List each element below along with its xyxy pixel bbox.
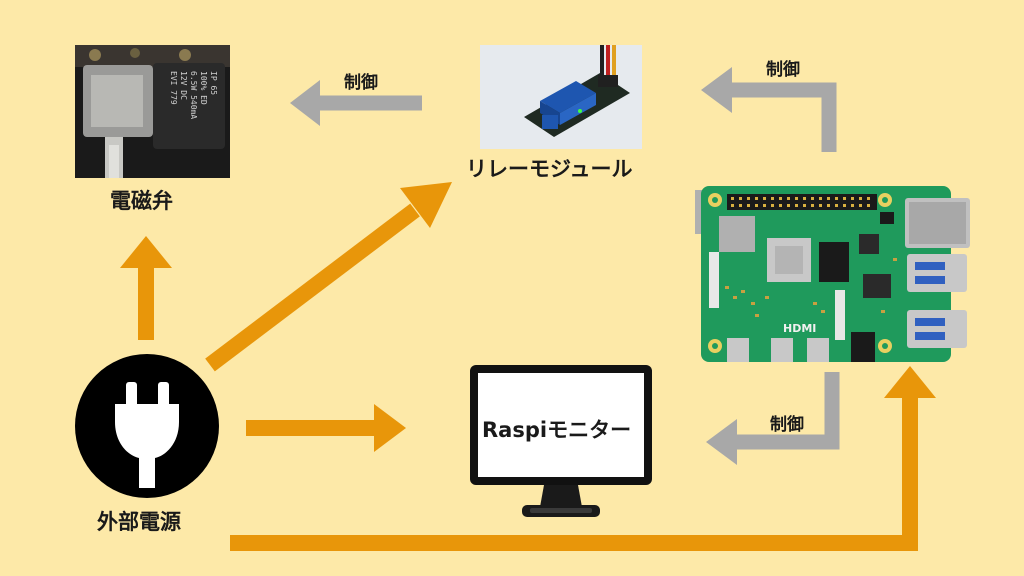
power-to-solenoid-arrow	[120, 236, 172, 340]
pi-to-monitor-control-arrow	[706, 372, 840, 465]
relay-label: リレーモジュール	[466, 157, 633, 181]
power-plug-icon	[75, 354, 219, 498]
power-to-monitor-arrow	[246, 404, 406, 452]
solenoid-spec-line5: IP 65	[209, 71, 218, 95]
power-to-relay-arrow	[205, 182, 452, 372]
solenoid-valve-photo: EVI 779 12V DC 6.5W 540mA 100% ED IP 65	[75, 45, 230, 178]
solenoid-spec-line2: 12V DC	[179, 71, 188, 100]
power-label: 外部電源	[97, 510, 181, 534]
solenoid-spec-line4: 100% ED	[199, 71, 208, 105]
relay-to-solenoid-control-arrow	[290, 80, 422, 126]
pi-to-relay-control-label: 制御	[766, 60, 800, 80]
relay-module-photo	[480, 45, 642, 149]
solenoid-label: 電磁弁	[110, 189, 173, 213]
pi-to-monitor-control-label: 制御	[770, 415, 804, 435]
solenoid-spec-line1: EVI 779	[169, 71, 178, 105]
relay-to-solenoid-control-label: 制御	[344, 73, 378, 93]
power-to-pi-arrow	[230, 366, 936, 551]
hdmi-label: HDMI	[783, 322, 816, 335]
monitor-illustration	[470, 365, 652, 517]
raspberry-pi-board: HDMI	[695, 186, 970, 362]
pi-to-relay-control-arrow	[701, 67, 837, 152]
monitor-label: Raspiモニター	[482, 418, 632, 442]
solenoid-spec-line3: 6.5W 540mA	[189, 71, 198, 119]
